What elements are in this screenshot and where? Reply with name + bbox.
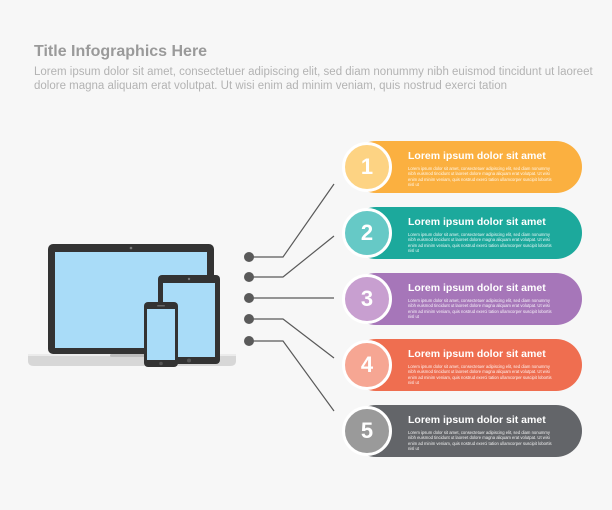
step-body-1: Lorem ipsum dolor sit amet, consectetuer…	[408, 166, 552, 188]
step-pill-2: 2 Lorem ipsum dolor sit amet Lorem ipsum…	[342, 207, 582, 259]
step-pill-4: 4 Lorem ipsum dolor sit amet Lorem ipsum…	[342, 339, 582, 391]
phone-icon	[144, 302, 178, 367]
step-pill-5: 5 Lorem ipsum dolor sit amet Lorem ipsum…	[342, 405, 582, 457]
step-number-3: 3	[342, 274, 392, 324]
step-number-2: 2	[342, 208, 392, 258]
step-number-5: 5	[342, 406, 392, 456]
step-heading-1: Lorem ipsum dolor sit amet	[408, 150, 546, 162]
connector-dot-1	[244, 252, 254, 262]
connector-line-5	[249, 340, 335, 412]
step-heading-3: Lorem ipsum dolor sit amet	[408, 282, 546, 294]
connector-dot-2	[244, 272, 254, 282]
step-body-4: Lorem ipsum dolor sit amet, consectetuer…	[408, 364, 552, 386]
step-number-4: 4	[342, 340, 392, 390]
page-title: Title Infographics Here	[34, 43, 208, 60]
connector-line-1	[249, 183, 335, 258]
step-pill-3: 3 Lorem ipsum dolor sit amet Lorem ipsum…	[342, 273, 582, 325]
step-pill-1: 1 Lorem ipsum dolor sit amet Lorem ipsum…	[342, 141, 582, 193]
connector-line-2	[249, 235, 335, 278]
step-heading-2: Lorem ipsum dolor sit amet	[408, 216, 546, 228]
connector-dot-5	[244, 336, 254, 346]
page-subtitle: Lorem ipsum dolor sit amet, consectetuer…	[34, 66, 593, 92]
connector-dot-4	[244, 314, 254, 324]
step-body-2: Lorem ipsum dolor sit amet, consectetuer…	[408, 232, 552, 254]
step-heading-5: Lorem ipsum dolor sit amet	[408, 414, 546, 426]
connector-line-4	[249, 318, 335, 359]
step-body-5: Lorem ipsum dolor sit amet, consectetuer…	[408, 430, 552, 452]
step-number-1: 1	[342, 142, 392, 192]
step-heading-4: Lorem ipsum dolor sit amet	[408, 348, 546, 360]
step-body-3: Lorem ipsum dolor sit amet, consectetuer…	[408, 298, 552, 320]
connector-dot-3	[244, 293, 254, 303]
